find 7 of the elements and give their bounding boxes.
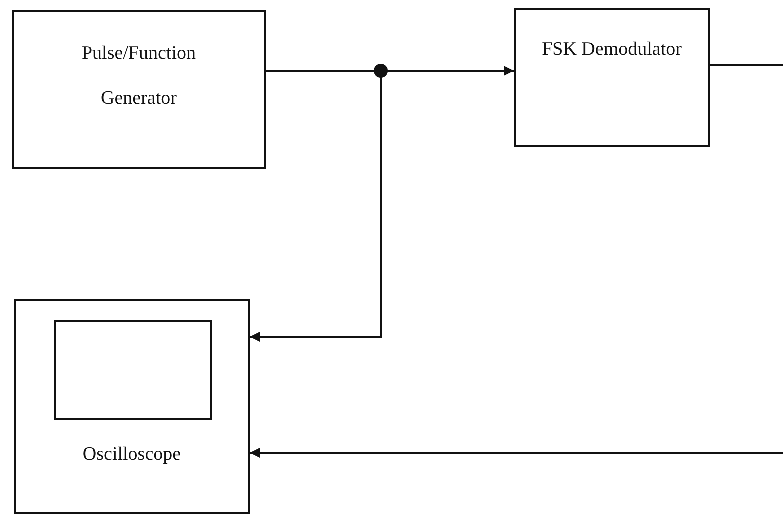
block-box — [514, 8, 710, 147]
block-label: Pulse/Function Generator — [80, 42, 197, 111]
block-label: FSK Demodulator — [541, 38, 683, 62]
block-label: Oscilloscope — [82, 443, 182, 467]
block-box — [12, 10, 266, 169]
block-box — [14, 299, 250, 514]
arrow — [250, 64, 783, 458]
